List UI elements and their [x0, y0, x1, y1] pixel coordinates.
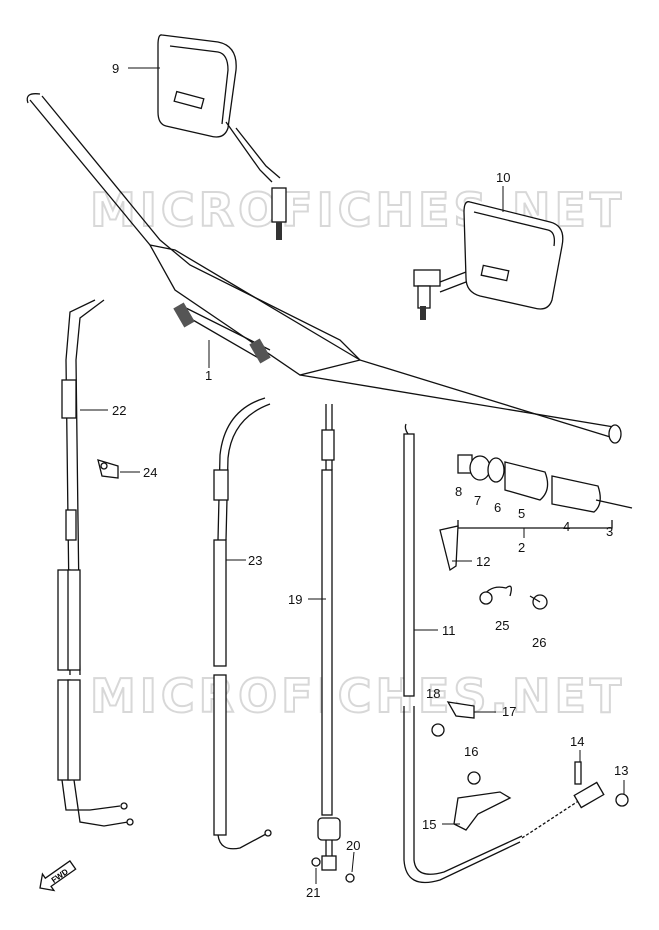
callout-18: 18 — [426, 686, 440, 701]
mirror-left — [157, 34, 287, 240]
callout-12: 12 — [476, 554, 490, 569]
callout-1: 1 — [205, 368, 212, 383]
callout-24: 24 — [143, 465, 157, 480]
cable-bracket — [431, 701, 475, 737]
mirror-right — [413, 201, 564, 320]
lever-bracket — [453, 771, 512, 831]
callout-16: 16 — [464, 744, 478, 759]
callout-6: 6 — [494, 500, 501, 515]
choke-cable — [213, 397, 272, 850]
callout-26: 26 — [532, 635, 546, 650]
callout-7: 7 — [474, 493, 481, 508]
callout-19: 19 — [288, 592, 302, 607]
grip-assembly — [457, 454, 633, 529]
callout-21: 21 — [306, 885, 320, 900]
callout-4: 4 — [563, 519, 570, 534]
throttle-cables — [57, 299, 134, 827]
callout-20: 20 — [346, 838, 360, 853]
callout-14: 14 — [570, 734, 584, 749]
callout-15: 15 — [422, 817, 436, 832]
rubber-cap — [439, 525, 459, 572]
callout-22: 22 — [112, 403, 126, 418]
bolt-and-pin — [574, 761, 629, 807]
callout-3: 3 — [606, 524, 613, 539]
brake-cable — [403, 423, 605, 884]
callout-9: 9 — [112, 61, 119, 76]
clip-and-bolt — [479, 585, 548, 610]
screw-and-clip — [311, 857, 355, 883]
callout-10: 10 — [496, 170, 510, 185]
callout-17: 17 — [502, 704, 516, 719]
watermark-bottom: MICROFICHES.NET — [90, 669, 625, 723]
callout-8: 8 — [455, 484, 462, 499]
clutch-cable — [317, 404, 341, 871]
cable-clamp — [97, 459, 119, 479]
callout-25: 25 — [495, 618, 509, 633]
handlebar — [26, 93, 622, 444]
callout-2: 2 — [518, 540, 525, 555]
leader-lines — [80, 67, 625, 884]
callout-11: 11 — [442, 623, 456, 638]
fwd-arrow: FWD — [39, 860, 77, 892]
callout-23: 23 — [248, 553, 262, 568]
callout-5: 5 — [518, 506, 525, 521]
callout-13: 13 — [614, 763, 628, 778]
